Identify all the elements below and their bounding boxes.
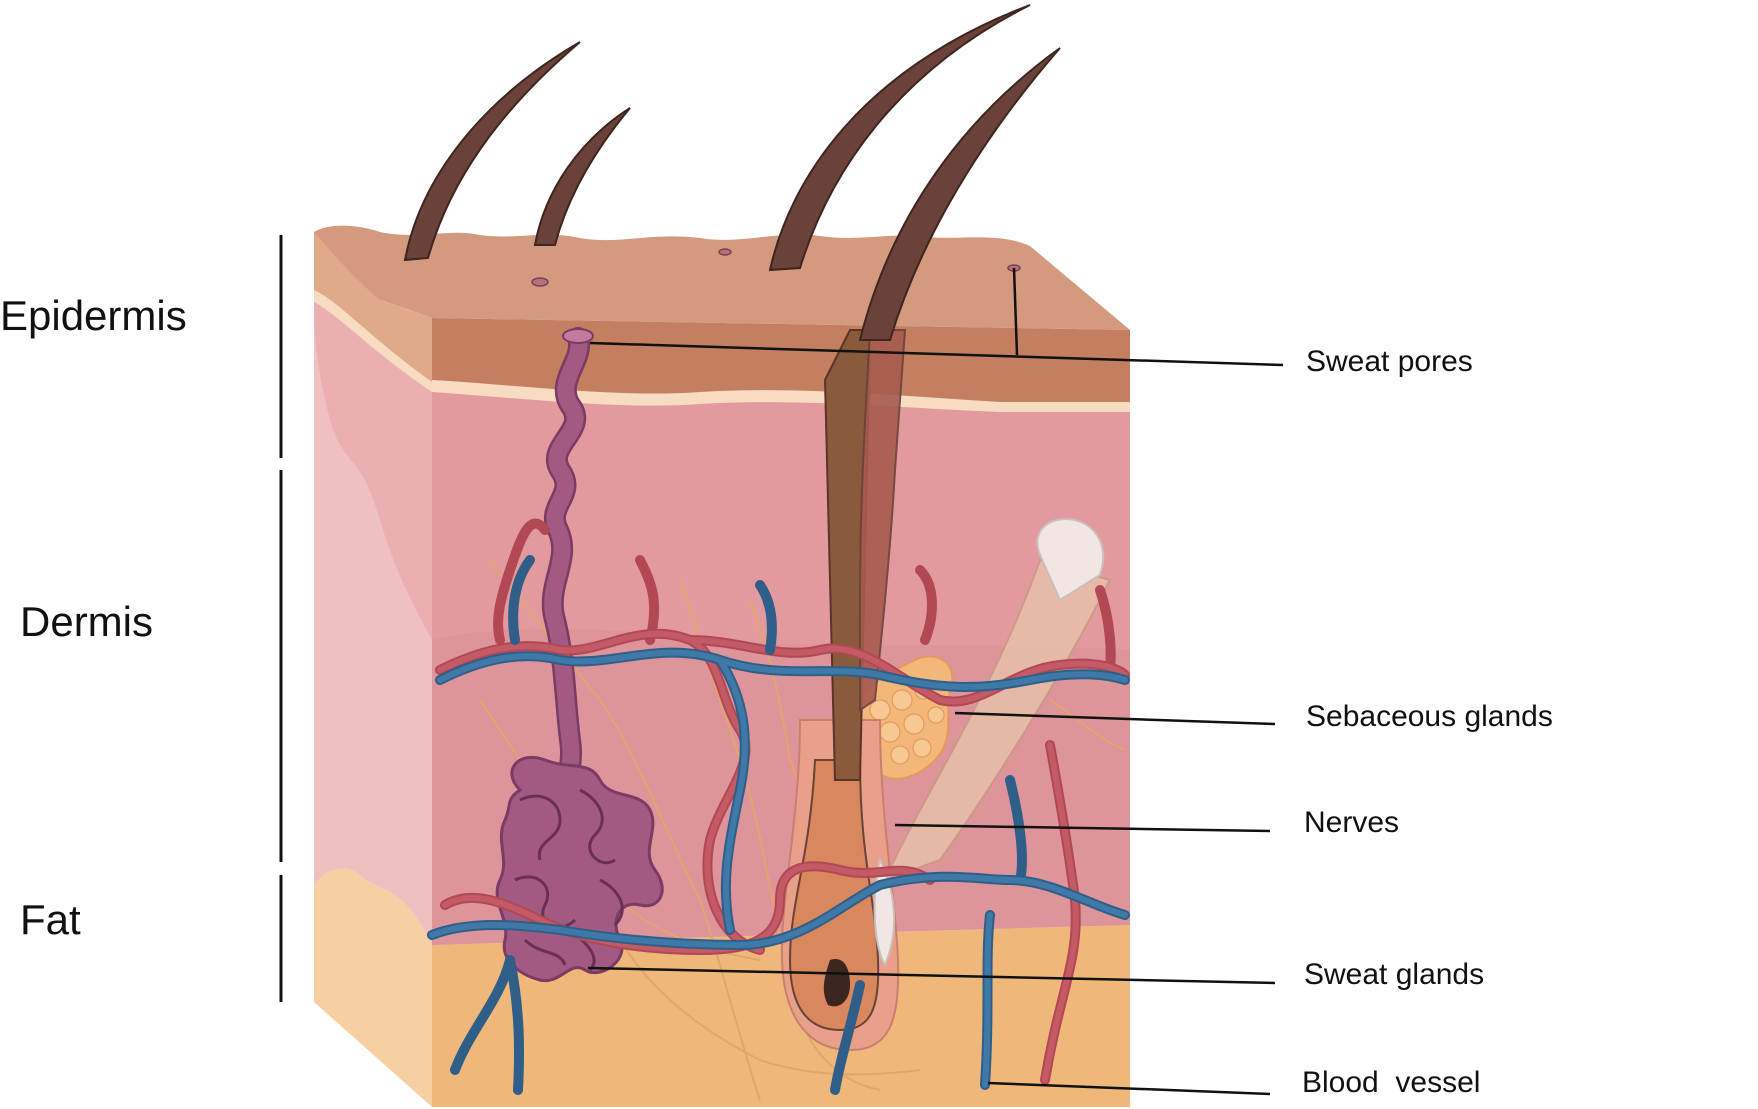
surface-pore	[718, 248, 732, 256]
skin-block	[314, 225, 1130, 1107]
surface-pore	[531, 277, 549, 287]
vein	[755, 580, 777, 655]
artery	[635, 555, 660, 645]
sweat-pores-label: Sweat pores	[1306, 345, 1473, 378]
fat-label: Fat	[20, 896, 81, 943]
hair-2	[533, 107, 631, 246]
dermal-papillae-side	[314, 300, 432, 640]
vein	[450, 955, 515, 1075]
dermis-label: Dermis	[20, 598, 153, 645]
nerve-fiber	[489, 559, 761, 1101]
sebaceous-glands-leader	[954, 711, 1276, 726]
hair-4	[858, 47, 1061, 341]
epidermis-side-band	[314, 232, 432, 382]
nerve-fiber	[619, 939, 921, 1076]
vein	[1005, 775, 1027, 885]
arrector-pili-light	[1036, 518, 1105, 602]
hair-follicle-upper	[859, 329, 907, 712]
sweat-pore-opening	[562, 328, 594, 344]
sweat-glands-label: Sweat glands	[1304, 958, 1485, 991]
nerve-fiber	[1049, 699, 1126, 751]
sweat-glands-leader	[587, 966, 1276, 985]
callout-leader-lines	[587, 267, 1284, 1096]
epidermis-front-band	[432, 318, 1130, 402]
artery	[915, 565, 937, 645]
veins-fill	[429, 649, 1128, 1088]
blood-vessel-leader	[987, 1081, 1271, 1096]
follicle-root	[788, 759, 880, 1032]
hair-bulb-papilla	[823, 959, 850, 1007]
nerves-leader	[894, 823, 1271, 833]
epidermis-label: Epidermis	[0, 292, 187, 339]
vein	[508, 555, 535, 645]
vein	[830, 980, 865, 1095]
epidermis-top-surface	[314, 225, 1130, 330]
hair-follicle	[780, 329, 1112, 1052]
sweat-gland-duct-fill	[544, 329, 588, 819]
vein	[505, 955, 525, 1095]
nerves-label: Nerves	[1304, 806, 1400, 839]
artery	[493, 518, 550, 645]
hair-3	[768, 4, 1031, 272]
sweat-pores-leader-branch	[1012, 267, 1019, 356]
hairs	[403, 4, 1061, 341]
hair-1	[403, 41, 581, 262]
blood-vessel-label: Blood vessel	[1302, 1066, 1481, 1099]
artery	[1095, 585, 1116, 675]
sebaceous-glands-label: Sebaceous glands	[1306, 700, 1553, 733]
sweat-pores-leader	[589, 341, 1284, 367]
fat-side-face	[314, 868, 432, 1107]
